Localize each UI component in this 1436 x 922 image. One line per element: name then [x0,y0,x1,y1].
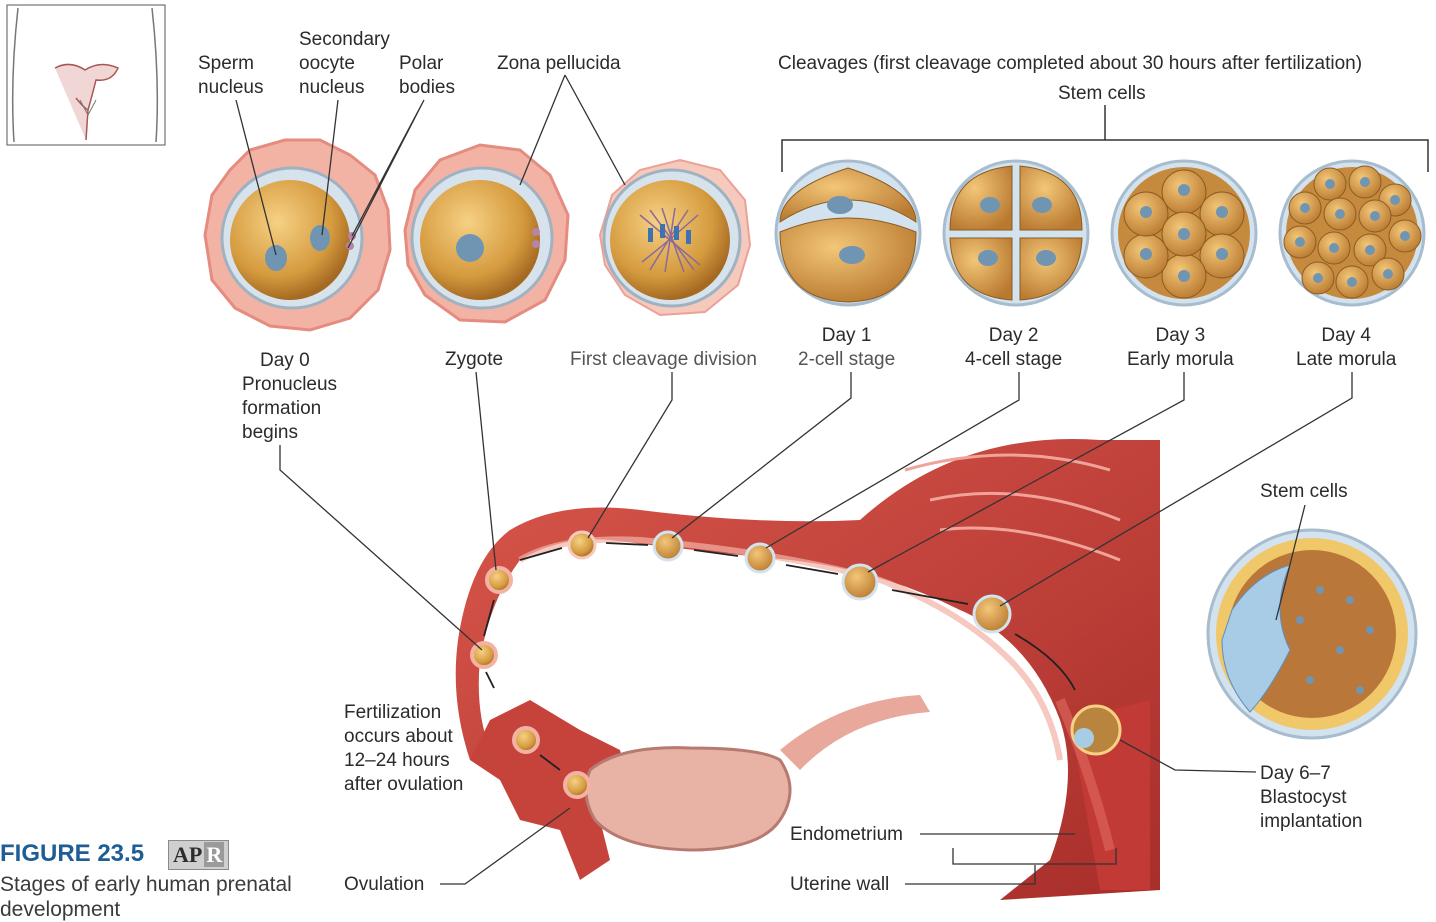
zona-pellucida-label: Zona pellucida [497,52,621,76]
stem-cells-top-label: Stem cells [1058,82,1146,106]
day0-line-4: begins [242,421,337,445]
stem-cells-blastocyst-label: Stem cells [1260,480,1348,504]
fertilization-line-2: occurs about [344,725,463,749]
fertilization-line-1: Fertilization [344,701,463,725]
day1-line-2: 2-cell stage [798,348,895,372]
day0-line-1: Day 0 [242,349,337,373]
zygote-label: Zygote [445,348,503,372]
secondary-oocyte-line-2: oocyte [299,52,390,76]
sperm-nucleus-line-1: Sperm [198,52,264,76]
apr-badge-ap: AP [173,842,202,867]
day0-line-2: Pronucleus [242,373,337,397]
polar-bodies-line-2: bodies [399,76,455,100]
fertilization-line-3: 12–24 hours [344,749,463,773]
fertilization-label: Fertilization occurs about 12–24 hours a… [344,701,463,797]
day4-label: Day 4 Late morula [1296,324,1396,372]
day2-4cell-illustration [944,161,1088,305]
day0-label: Day 0 Pronucleus formation begins [242,349,337,445]
ovulation-label: Ovulation [344,873,424,897]
day4-line-2: Late morula [1296,348,1396,372]
day1-2cell-illustration [776,161,920,305]
day67-line-3: implantation [1260,810,1362,834]
sperm-nucleus-label: Sperm nucleus [198,52,264,100]
endometrium-label: Endometrium [790,823,903,847]
day3-early-morula-illustration [1112,161,1256,305]
day3-line-2: Early morula [1127,348,1234,372]
day0-line-3: formation [242,397,337,421]
polar-bodies-label: Polar bodies [399,52,455,100]
day2-line-1: Day 2 [965,324,1062,348]
figure-caption: Stages of early human prenatal developme… [0,872,320,922]
day1-label: Day 1 2-cell stage [798,324,895,372]
day0-oocyte-illustration [205,140,390,330]
first-cleavage-label: First cleavage division [570,348,757,372]
fertilization-line-4: after ovulation [344,773,463,797]
day1-line-1: Day 1 [798,324,895,348]
day2-line-2: 4-cell stage [965,348,1062,372]
figure-title: FIGURE 23.5 [0,840,144,868]
sperm-nucleus-line-2: nucleus [198,76,264,100]
blastocyst-illustration [1208,530,1416,738]
anatomy-thumbnail [7,5,165,145]
day3-label: Day 3 Early morula [1127,324,1234,372]
cleavages-bracket [782,105,1428,172]
day4-late-morula-illustration [1280,161,1424,305]
day2-label: Day 2 4-cell stage [965,324,1062,372]
day67-line-2: Blastocyst [1260,786,1362,810]
apr-badge-r: R [204,842,224,867]
secondary-oocyte-line-3: nucleus [299,76,390,100]
day4-line-1: Day 4 [1296,324,1396,348]
polar-bodies-line-1: Polar [399,52,455,76]
day3-line-1: Day 3 [1127,324,1234,348]
uterine-wall-label: Uterine wall [790,873,889,897]
first-cleavage-illustration [600,160,750,315]
day67-label: Day 6–7 Blastocyst implantation [1260,762,1362,834]
cleavages-label: Cleavages (first cleavage completed abou… [778,52,1362,76]
secondary-oocyte-nucleus-label: Secondary oocyte nucleus [299,28,390,100]
zygote-illustration [405,145,568,322]
secondary-oocyte-line-1: Secondary [299,28,390,52]
day67-line-1: Day 6–7 [1260,762,1362,786]
